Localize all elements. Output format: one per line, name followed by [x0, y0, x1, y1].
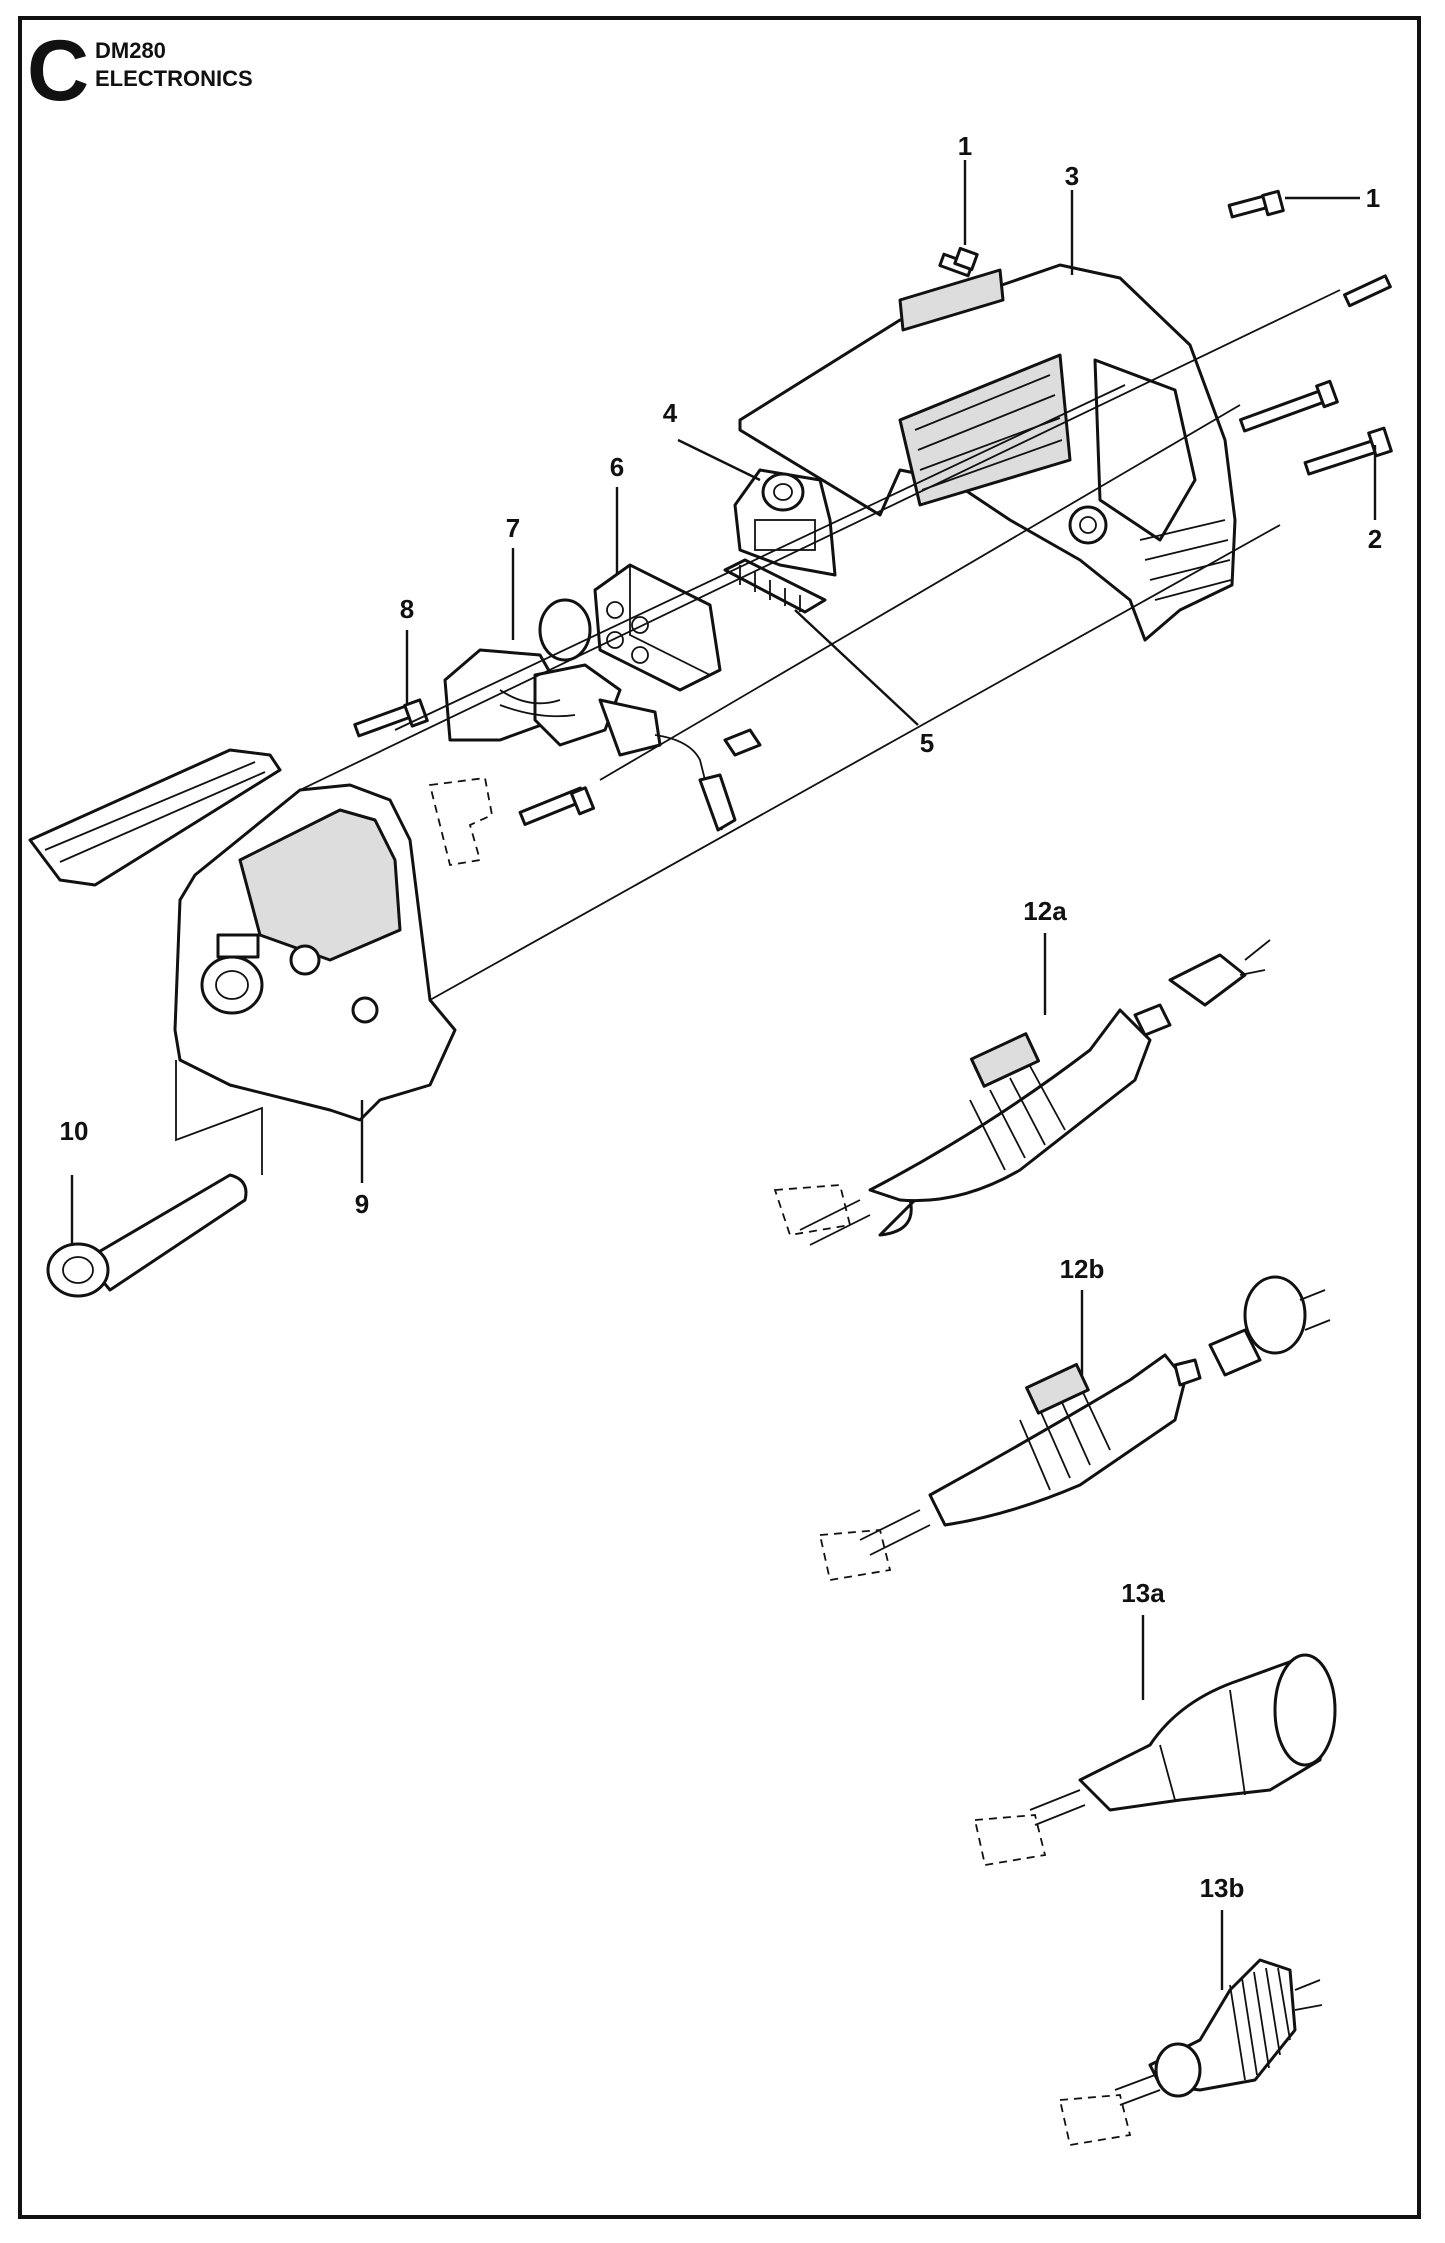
part-7-switch-assembly [443, 598, 762, 832]
callout-8: 8 [400, 594, 414, 624]
part-10-cable-sleeve [46, 1060, 263, 1298]
callout-13b: 13b [1200, 1873, 1245, 1903]
section-letter: C [27, 23, 90, 119]
callout-1-top: 1 [958, 131, 972, 161]
callout-labels: 1 1 2 3 4 5 6 7 8 9 10 12a 12b 13a 13b [60, 131, 1383, 1903]
assembly-guide-lines [299, 289, 1341, 1001]
screw-lower [518, 786, 596, 826]
part-8-screw [353, 698, 429, 738]
part-12a-prcd-plug [773, 939, 1271, 1246]
callout-6: 6 [610, 452, 624, 482]
callout-9: 9 [355, 1189, 369, 1219]
part-1-screw-right [1227, 189, 1285, 219]
callout-3: 3 [1065, 161, 1079, 191]
callout-7: 7 [506, 513, 520, 543]
callout-4: 4 [663, 398, 678, 428]
part-9-lower-housing [28, 748, 494, 1122]
part-2-screw [1303, 426, 1393, 476]
callout-1-right: 1 [1366, 183, 1380, 213]
callout-10: 10 [60, 1116, 89, 1146]
part-1-screw-top [938, 246, 979, 278]
callout-12b: 12b [1060, 1254, 1105, 1284]
part-3-upper-housing [738, 263, 1237, 642]
page-border [18, 16, 1421, 2219]
section-title: ELECTRONICS [95, 66, 253, 91]
callout-2: 2 [1368, 524, 1382, 554]
part-13b-plug [1058, 1958, 1323, 2147]
part-6-switch-block [593, 563, 722, 692]
screws-right-group [1238, 274, 1392, 433]
callout-12a: 12a [1023, 896, 1067, 926]
model-label: DM280 [95, 38, 166, 63]
part-12b-prcd-plug [818, 1275, 1331, 1582]
callout-leaders [70, 160, 1377, 1990]
callout-5: 5 [920, 728, 934, 758]
part-13a-plug [973, 1653, 1337, 1867]
callout-13a: 13a [1121, 1578, 1165, 1608]
part-4-bracket [733, 468, 837, 577]
